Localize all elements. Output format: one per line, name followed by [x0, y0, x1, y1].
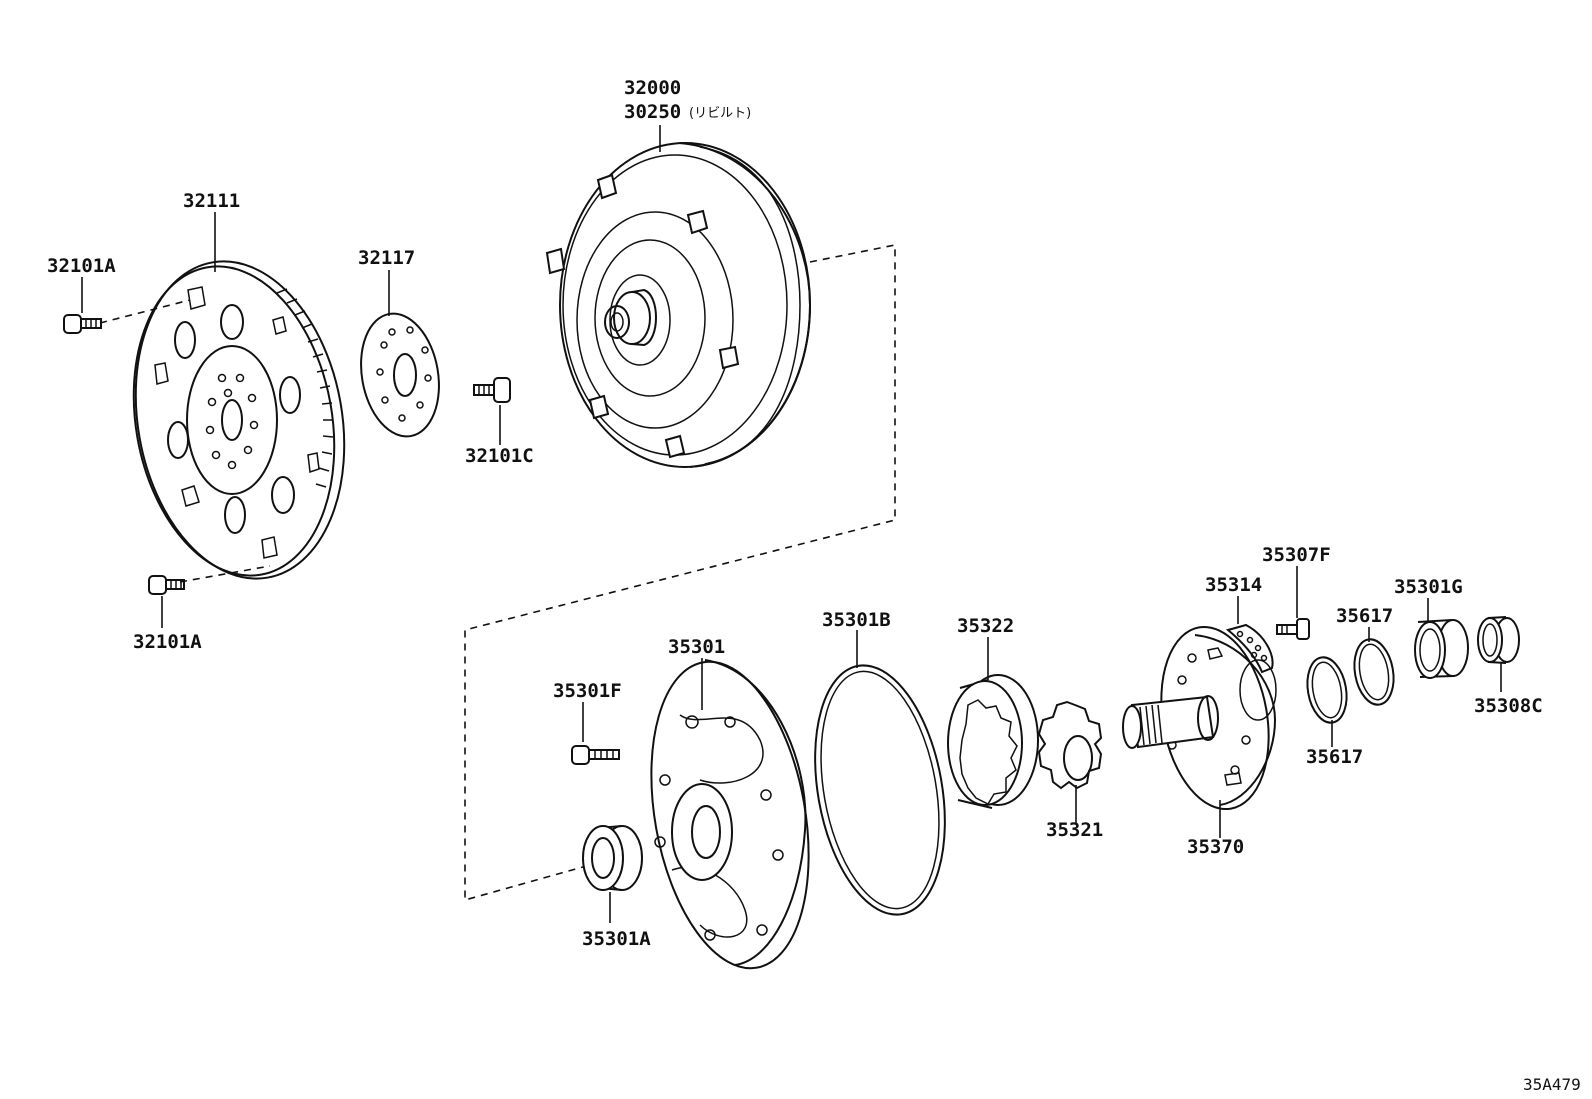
drive-gear-35321[interactable]	[1037, 700, 1103, 790]
label-35617-bottom[interactable]: 35617	[1306, 746, 1363, 768]
stator-shaft-35370[interactable]	[1122, 618, 1282, 817]
oil-seal-35301a[interactable]	[582, 825, 643, 891]
label-35370[interactable]: 35370	[1187, 836, 1244, 858]
o-ring-35301b[interactable]	[797, 655, 963, 925]
bushing-35301g[interactable]	[1414, 619, 1469, 679]
label-35301f[interactable]: 35301F	[553, 680, 622, 702]
label-35301b[interactable]: 35301B	[822, 609, 891, 631]
label-32111[interactable]: 32111	[183, 190, 240, 212]
seal-ring-35617-upper[interactable]	[1350, 636, 1399, 708]
label-35321[interactable]: 35321	[1046, 819, 1103, 841]
bolt-32101c[interactable]	[473, 377, 511, 403]
label-35301g[interactable]: 35301G	[1394, 576, 1463, 598]
label-32101a-bottom[interactable]: 32101A	[133, 631, 202, 653]
diagram-id-label: 35A479	[1523, 1075, 1581, 1094]
label-35617-top[interactable]: 35617	[1336, 605, 1393, 627]
label-35307f[interactable]: 35307F	[1262, 544, 1331, 566]
label-35301a[interactable]: 35301A	[582, 928, 651, 950]
oil-pump-body-35301[interactable]	[629, 649, 831, 980]
label-32117[interactable]: 32117	[358, 247, 415, 269]
bolt-35307f[interactable]	[1276, 618, 1310, 640]
bolt-35301f[interactable]	[571, 745, 620, 765]
label-35308c[interactable]: 35308C	[1474, 695, 1543, 717]
part-labels: 32000 30250 (リビルト) 32111 32101A 32101A 3…	[47, 77, 1581, 1094]
torque-converter-32000[interactable]	[545, 142, 812, 468]
label-32000[interactable]: 32000	[624, 77, 681, 99]
bushing-35308c[interactable]	[1477, 616, 1520, 664]
drive-plate-32111[interactable]	[110, 245, 368, 596]
spacer-plate-32117[interactable]	[352, 307, 448, 442]
label-30250-note: (リビルト)	[689, 106, 751, 121]
bolt-32101a-top[interactable]	[63, 314, 102, 334]
label-32101a-top[interactable]: 32101A	[47, 255, 116, 277]
label-30250[interactable]: 30250	[624, 101, 681, 123]
label-32101c[interactable]: 32101C	[465, 445, 534, 467]
bolt-32101a-bottom[interactable]	[148, 575, 185, 595]
leader-lines	[81, 125, 1502, 923]
seal-ring-35617-lower[interactable]	[1303, 654, 1352, 726]
gasket-35314[interactable]	[1225, 623, 1274, 674]
label-35314[interactable]: 35314	[1205, 574, 1262, 596]
label-35301[interactable]: 35301	[668, 636, 725, 658]
assembly-dashed-lines	[99, 244, 896, 902]
label-35322[interactable]: 35322	[957, 615, 1014, 637]
driven-gear-35322[interactable]	[947, 674, 1039, 809]
